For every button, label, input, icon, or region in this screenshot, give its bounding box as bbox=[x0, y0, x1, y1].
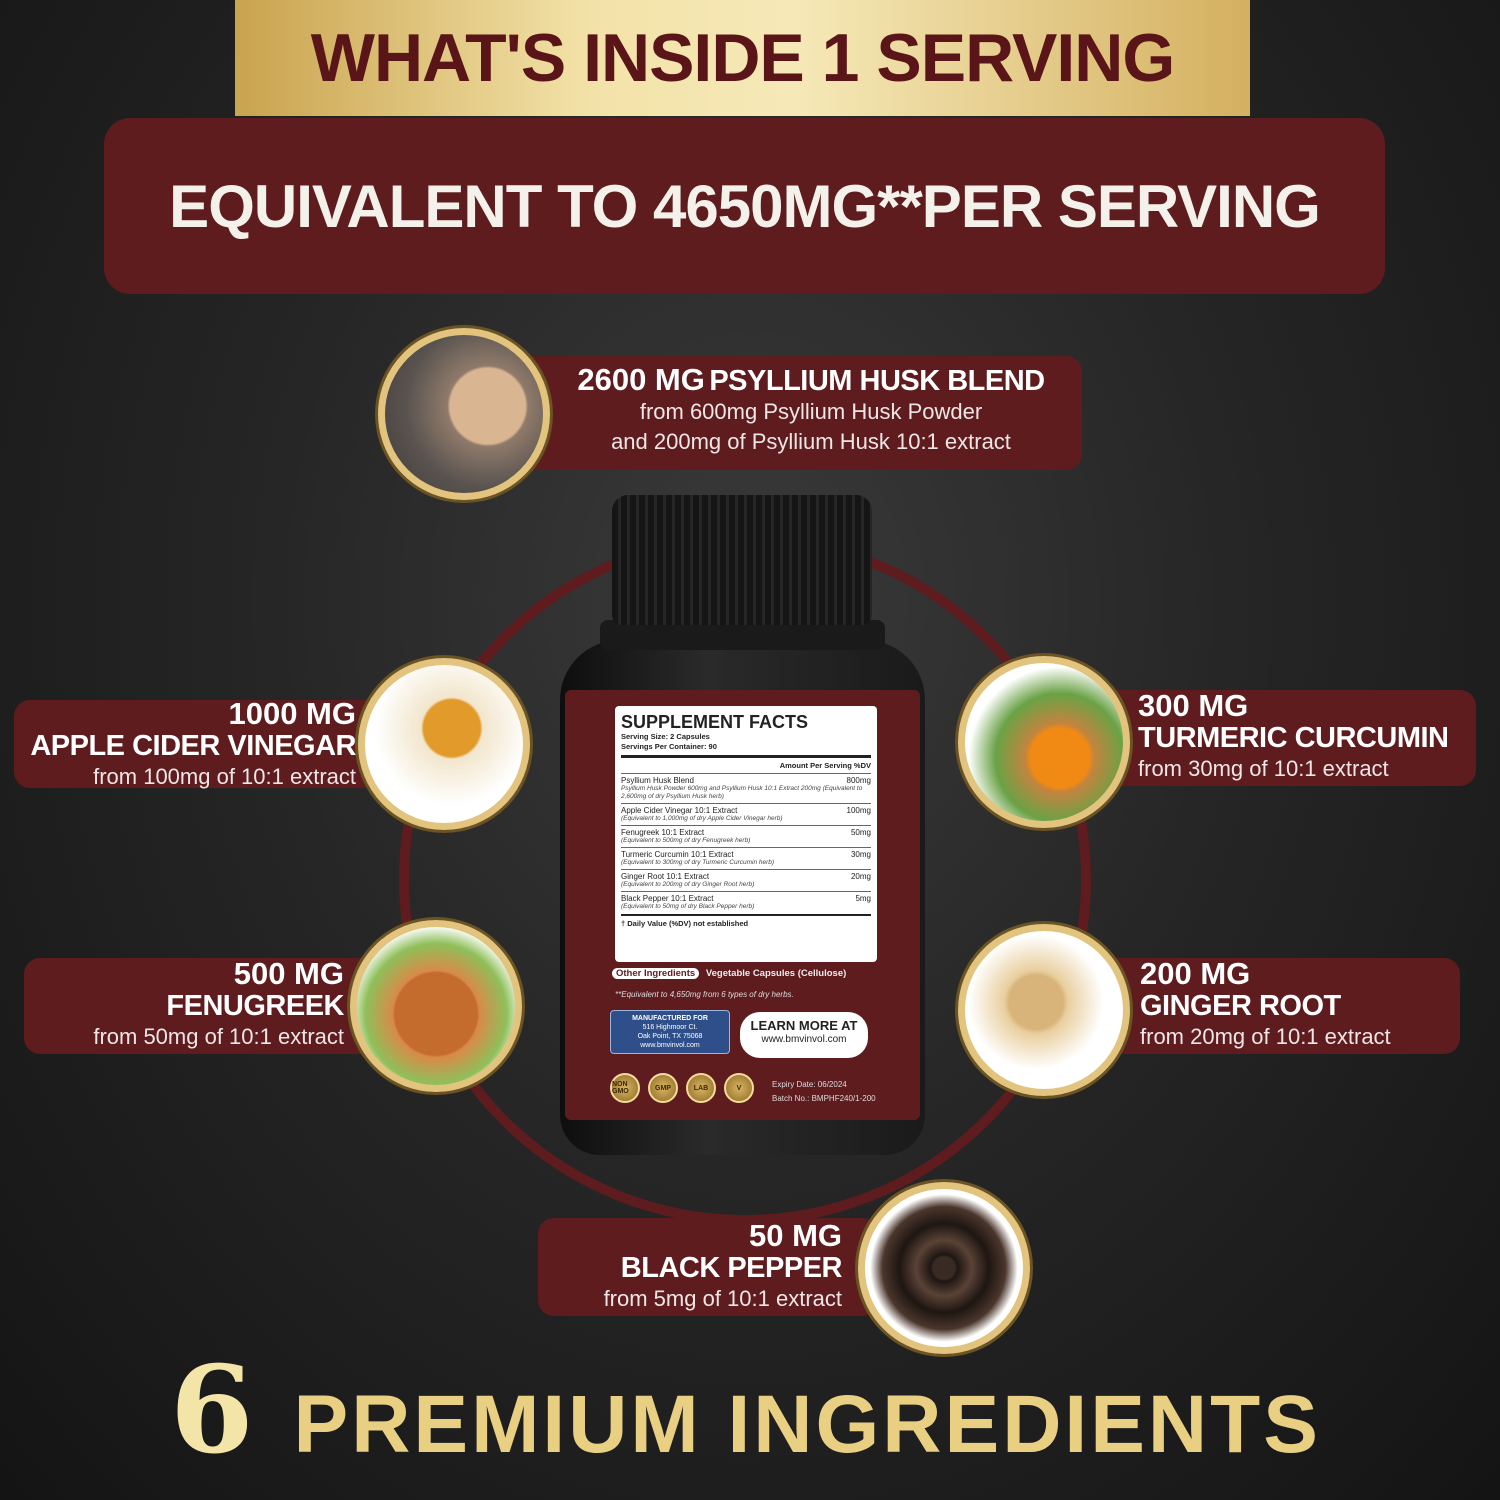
pepper-box: 50 MG BLACK PEPPER from 5mg of 10:1 extr… bbox=[538, 1218, 878, 1316]
equivalent-banner: EQUIVALENT TO 4650MG**PER SERVING bbox=[104, 118, 1385, 294]
learn-more-badge: LEARN MORE AT www.bmvinvol.com bbox=[740, 1012, 868, 1058]
fenugreek-image-icon bbox=[350, 920, 522, 1092]
psyllium-image-icon bbox=[378, 328, 550, 500]
expiry-date: Expiry Date: 06/2024 bbox=[772, 1080, 847, 1089]
facts-row: Fenugreek 10:1 Extract 50mg (Equivalent t… bbox=[621, 825, 871, 845]
facts-row: Black Pepper 10:1 Extract 5mg (Equivalent… bbox=[621, 891, 871, 911]
facts-row-amount: 20mg bbox=[850, 872, 871, 881]
facts-row-name: Turmeric Curcumin 10:1 Extract bbox=[621, 850, 734, 859]
mfg-line: MANUFACTURED FOR bbox=[632, 1015, 708, 1022]
learn-more-url: www.bmvinvol.com bbox=[761, 1034, 847, 1045]
learn-more-title: LEARN MORE AT bbox=[750, 1018, 858, 1033]
gmp-badge-icon: GMP bbox=[648, 1073, 678, 1103]
mfg-line: Oak Point, TX 75068 bbox=[637, 1033, 703, 1040]
facts-row: Apple Cider Vinegar 10:1 Extract 100mg (E… bbox=[621, 803, 871, 823]
fenugreek-from: from 50mg of 10:1 extract bbox=[93, 1024, 344, 1049]
ginger-from: from 20mg of 10:1 extract bbox=[1140, 1024, 1391, 1049]
acv-amount: 1000 MG bbox=[228, 696, 356, 731]
facts-row-amount: 50mg bbox=[850, 828, 871, 837]
fenugreek-box: 500 MG FENUGREEK from 50mg of 10:1 extra… bbox=[24, 958, 394, 1054]
mfg-line: www.bmvinvol.com bbox=[640, 1042, 700, 1049]
facts-row: Psyllium Husk Blend 800mg Psyllium Husk P… bbox=[621, 773, 871, 801]
facts-row-sub: (Equivalent to 500mg of dry Fenugreek he… bbox=[621, 837, 751, 844]
vegan-badge-icon: V bbox=[724, 1073, 754, 1103]
turmeric-box: 300 MG TURMERIC CURCUMIN from 30mg of 10… bbox=[1100, 690, 1476, 786]
acv-box: 1000 MG APPLE CIDER VINEGAR from 100mg o… bbox=[14, 696, 394, 789]
fenugreek-name: FENUGREEK bbox=[166, 990, 344, 1022]
psyllium-name: PSYLLIUM HUSK BLEND bbox=[709, 365, 1045, 397]
facts-row-sub: Psyllium Husk Powder 600mg and Psyllium … bbox=[621, 785, 863, 800]
acv-name: APPLE CIDER VINEGAR bbox=[30, 730, 356, 762]
apple-cider-vinegar-image-icon bbox=[358, 658, 530, 830]
ginger-amount: 200 MG bbox=[1140, 956, 1251, 991]
ginger-box: 200 MG GINGER ROOT from 20mg of 10:1 ext… bbox=[1100, 958, 1460, 1054]
turmeric-image-icon bbox=[958, 656, 1130, 828]
certification-badges: NON GMO GMP LAB V bbox=[610, 1073, 754, 1103]
turmeric-amount: 300 MG bbox=[1138, 688, 1249, 723]
pepper-amount: 50 MG bbox=[748, 1218, 842, 1253]
equivalent-text: EQUIVALENT TO 4650MG**PER SERVING bbox=[169, 172, 1321, 240]
ingredient-count: 6 bbox=[170, 1340, 254, 1481]
amount-header: Amount Per Serving %DV bbox=[779, 761, 871, 770]
bottle-neck bbox=[600, 620, 885, 650]
turmeric-from: from 30mg of 10:1 extract bbox=[1138, 756, 1389, 781]
bottle-cap bbox=[612, 495, 872, 625]
batch-number: Batch No.: BMPHF240/1-200 bbox=[772, 1094, 876, 1103]
facts-row-amount: 100mg bbox=[846, 806, 871, 815]
turmeric-name: TURMERIC CURCUMIN bbox=[1138, 722, 1449, 754]
ginger-image-icon bbox=[958, 924, 1130, 1096]
facts-row-sub: (Equivalent to 50mg of dry Black Pepper … bbox=[621, 903, 755, 910]
facts-row-sub: (Equivalent to 300mg of dry Turmeric Cur… bbox=[621, 859, 775, 866]
footer-text: PREMIUM INGREDIENTS bbox=[293, 1379, 1321, 1470]
facts-row: Ginger Root 10:1 Extract 20mg (Equivalent… bbox=[621, 869, 871, 889]
acv-from: from 100mg of 10:1 extract bbox=[93, 764, 356, 789]
facts-row: Turmeric Curcumin 10:1 Extract 30mg (Equi… bbox=[621, 847, 871, 867]
manufacturer-box: MANUFACTURED FOR 516 Highmoor Ct. Oak Po… bbox=[610, 1010, 730, 1054]
footer-headline: 6 PREMIUM INGREDIENTS bbox=[170, 1340, 1370, 1481]
other-ingredients-value: Vegetable Capsules (Cellulose) bbox=[705, 968, 847, 979]
fenugreek-amount: 500 MG bbox=[233, 956, 344, 991]
facts-row-amount: 800mg bbox=[846, 776, 871, 785]
facts-row-name: Fenugreek 10:1 Extract bbox=[621, 828, 705, 837]
facts-row-name: Psyllium Husk Blend bbox=[621, 776, 694, 785]
top-banner: WHAT'S INSIDE 1 SERVING bbox=[235, 0, 1250, 116]
ginger-name: GINGER ROOT bbox=[1140, 990, 1341, 1022]
serving-size: Serving Size: 2 Capsules bbox=[621, 732, 710, 741]
facts-row-name: Apple Cider Vinegar 10:1 Extract bbox=[621, 806, 738, 815]
facts-row-name: Black Pepper 10:1 Extract bbox=[621, 894, 714, 903]
header-title: WHAT'S INSIDE 1 SERVING bbox=[310, 20, 1175, 96]
black-pepper-image-icon bbox=[858, 1182, 1030, 1354]
pepper-from: from 5mg of 10:1 extract bbox=[603, 1286, 842, 1311]
psyllium-from-1: from 600mg Psyllium Husk Powder bbox=[639, 399, 983, 424]
pepper-name: BLACK PEPPER bbox=[620, 1252, 843, 1284]
dv-note: † Daily Value (%DV) not established bbox=[621, 919, 749, 928]
other-ingredients: Other Ingredients Vegetable Capsules (Ce… bbox=[612, 968, 912, 979]
expiry-info: Expiry Date: 06/2024 Batch No.: BMPHF240… bbox=[772, 1078, 876, 1106]
psyllium-box: 2600 MG PSYLLIUM HUSK BLEND from 600mg P… bbox=[470, 356, 1082, 470]
facts-row-amount: 30mg bbox=[850, 850, 871, 859]
lab-tested-badge-icon: LAB bbox=[686, 1073, 716, 1103]
servings-per-container: Servings Per Container: 90 bbox=[621, 742, 717, 751]
facts-row-sub: (Equivalent to 1,000mg of dry Apple Cide… bbox=[621, 815, 783, 822]
facts-title: SUPPLEMENT FACTS bbox=[621, 712, 809, 732]
mfg-line: 516 Highmoor Ct. bbox=[642, 1024, 698, 1031]
non-gmo-badge-icon: NON GMO bbox=[610, 1073, 640, 1103]
equivalent-note: **Equivalent to 4,650mg from 6 types of … bbox=[615, 990, 794, 999]
facts-row-name: Ginger Root 10:1 Extract bbox=[621, 872, 710, 881]
psyllium-from-2: and 200mg of Psyllium Husk 10:1 extract bbox=[611, 429, 1011, 454]
facts-row-sub: (Equivalent to 200mg of dry Ginger Root … bbox=[621, 881, 755, 888]
facts-row-amount: 5mg bbox=[855, 894, 871, 903]
supplement-facts-panel: SUPPLEMENT FACTS Serving Size: 2 Capsule… bbox=[615, 706, 877, 962]
psyllium-amount: 2600 MG bbox=[577, 362, 705, 397]
other-ingredients-label: Other Ingredients bbox=[612, 968, 700, 979]
